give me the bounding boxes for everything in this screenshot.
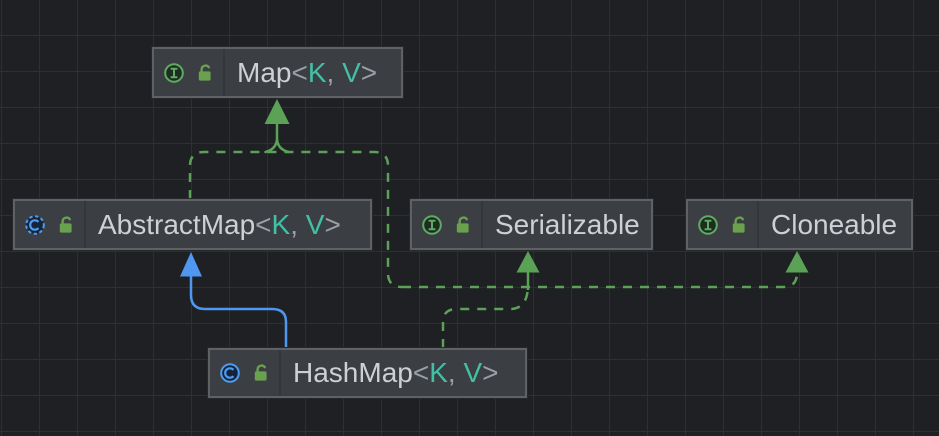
- class-name: HashMap: [293, 357, 413, 388]
- implements-arrowhead-cloneable: [785, 251, 809, 273]
- implements-edge-line: [188, 150, 403, 289]
- type-param-v: V: [463, 357, 483, 388]
- generic-open: <: [255, 208, 272, 240]
- interface-icon: [698, 214, 718, 235]
- node-title: AbstractMap<K, V>: [86, 201, 353, 248]
- unlocked-public-icon: [59, 215, 72, 233]
- class-name: Cloneable: [771, 208, 898, 240]
- node-hashmap[interactable]: HashMap<K, V>: [208, 348, 527, 398]
- implements-arrowhead-serializable: [516, 251, 540, 273]
- unlocked-public-icon: [732, 215, 745, 233]
- class-name: Map: [237, 56, 292, 88]
- edge-implements-to-serializable[interactable]: [441, 251, 540, 348]
- node-hashmap-icons: [210, 350, 281, 396]
- type-param-k: K: [307, 56, 327, 88]
- implements-edge-stem: [264, 121, 290, 154]
- unlocked-public-icon: [254, 364, 267, 381]
- type-param-k: K: [429, 357, 448, 388]
- type-param-k: K: [271, 208, 291, 240]
- type-param-v: V: [342, 56, 361, 88]
- generic-separator: ,: [326, 56, 343, 88]
- node-title: Cloneable: [759, 201, 909, 248]
- node-title: HashMap<K, V>: [281, 350, 511, 396]
- interface-icon: [422, 214, 442, 235]
- implements-edge-line: [402, 272, 799, 289]
- node-cloneable[interactable]: Cloneable: [686, 199, 913, 250]
- node-map[interactable]: Map<K, V>: [152, 47, 403, 98]
- generic-close: >: [360, 56, 378, 88]
- type-param-v: V: [305, 208, 325, 240]
- extends-edge-line: [189, 276, 288, 348]
- class-name: Serializable: [495, 208, 640, 240]
- node-serializable[interactable]: Serializable: [410, 199, 653, 250]
- generic-close: >: [482, 357, 499, 388]
- generic-separator: ,: [447, 357, 464, 388]
- extends-arrowhead-abstractmap: [180, 252, 202, 277]
- abstract-class-icon: [25, 214, 45, 235]
- node-abstractmap[interactable]: AbstractMap<K, V>: [13, 199, 372, 250]
- node-abstractmap-icons: [15, 201, 86, 248]
- node-title: Serializable: [483, 201, 651, 248]
- node-cloneable-icons: [688, 201, 759, 248]
- node-serializable-icons: [412, 201, 483, 248]
- generic-open: <: [412, 357, 430, 388]
- implements-arrowhead-map: [264, 99, 290, 124]
- class-name: AbstractMap: [98, 208, 256, 240]
- node-map-icons: [154, 49, 225, 96]
- generic-open: <: [291, 56, 308, 88]
- class-icon: [220, 363, 240, 383]
- edge-implements-to-map[interactable]: [188, 99, 403, 289]
- unlocked-public-icon: [456, 215, 469, 233]
- edge-implements-to-cloneable[interactable]: [402, 251, 809, 289]
- interface-icon: [164, 62, 184, 83]
- node-title: Map<K, V>: [225, 49, 389, 96]
- generic-separator: ,: [290, 208, 306, 240]
- generic-close: >: [324, 208, 341, 240]
- edge-extends-to-abstractmap[interactable]: [180, 252, 288, 348]
- implements-edge-line: [441, 291, 529, 348]
- unlocked-public-icon: [198, 63, 211, 81]
